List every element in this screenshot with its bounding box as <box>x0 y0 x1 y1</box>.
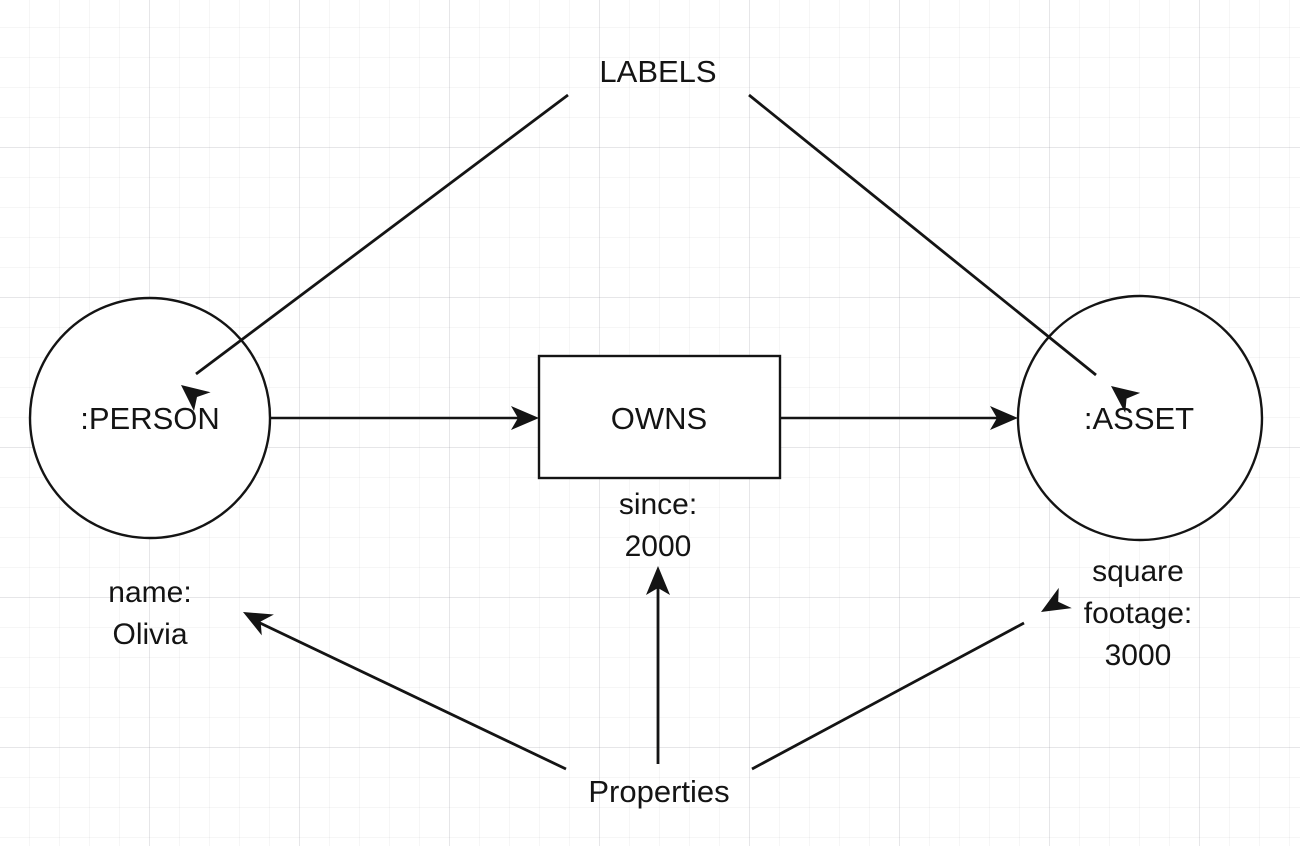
property-person: name: Olivia <box>108 572 191 656</box>
annotation-labels: LABELS <box>599 54 717 89</box>
property-asset-line-1: square <box>1092 555 1184 588</box>
property-person-line-1: name: <box>108 576 192 609</box>
arrowhead-icon <box>511 406 539 430</box>
node-shape-owns[interactable] <box>537 354 782 480</box>
property-asset-line-2: footage: <box>1083 597 1193 630</box>
pointer-properties-to-since <box>646 566 670 764</box>
node-label-person: :PERSON <box>80 401 220 436</box>
pointer-properties-to-name <box>243 612 567 771</box>
arrowhead-icon <box>181 385 211 412</box>
property-person-line-2: Olivia <box>112 618 188 651</box>
property-asset-line-3: 3000 <box>1104 639 1172 672</box>
annotation-properties: Properties <box>588 774 730 809</box>
arrowhead-icon <box>1040 587 1072 612</box>
node-label-asset: :ASSET <box>1083 401 1195 436</box>
pointer-labels-to-asset <box>748 93 1141 413</box>
edge-person-to-owns[interactable] <box>270 406 539 430</box>
node-label-owns: OWNS <box>610 401 708 436</box>
property-owns-line-2: 2000 <box>624 530 692 563</box>
arrowhead-icon <box>990 406 1018 430</box>
pointer-properties-to-footage <box>751 587 1072 771</box>
property-owns: since: 2000 <box>619 484 697 568</box>
arrowhead-icon <box>243 612 274 636</box>
edge-owns-to-asset[interactable] <box>780 406 1018 430</box>
arrowhead-icon <box>1111 386 1141 413</box>
property-owns-line-1: since: <box>618 488 698 521</box>
property-asset: square footage: 3000 <box>1084 551 1192 677</box>
pointer-labels-to-person <box>181 93 569 412</box>
arrowhead-icon <box>646 566 670 595</box>
